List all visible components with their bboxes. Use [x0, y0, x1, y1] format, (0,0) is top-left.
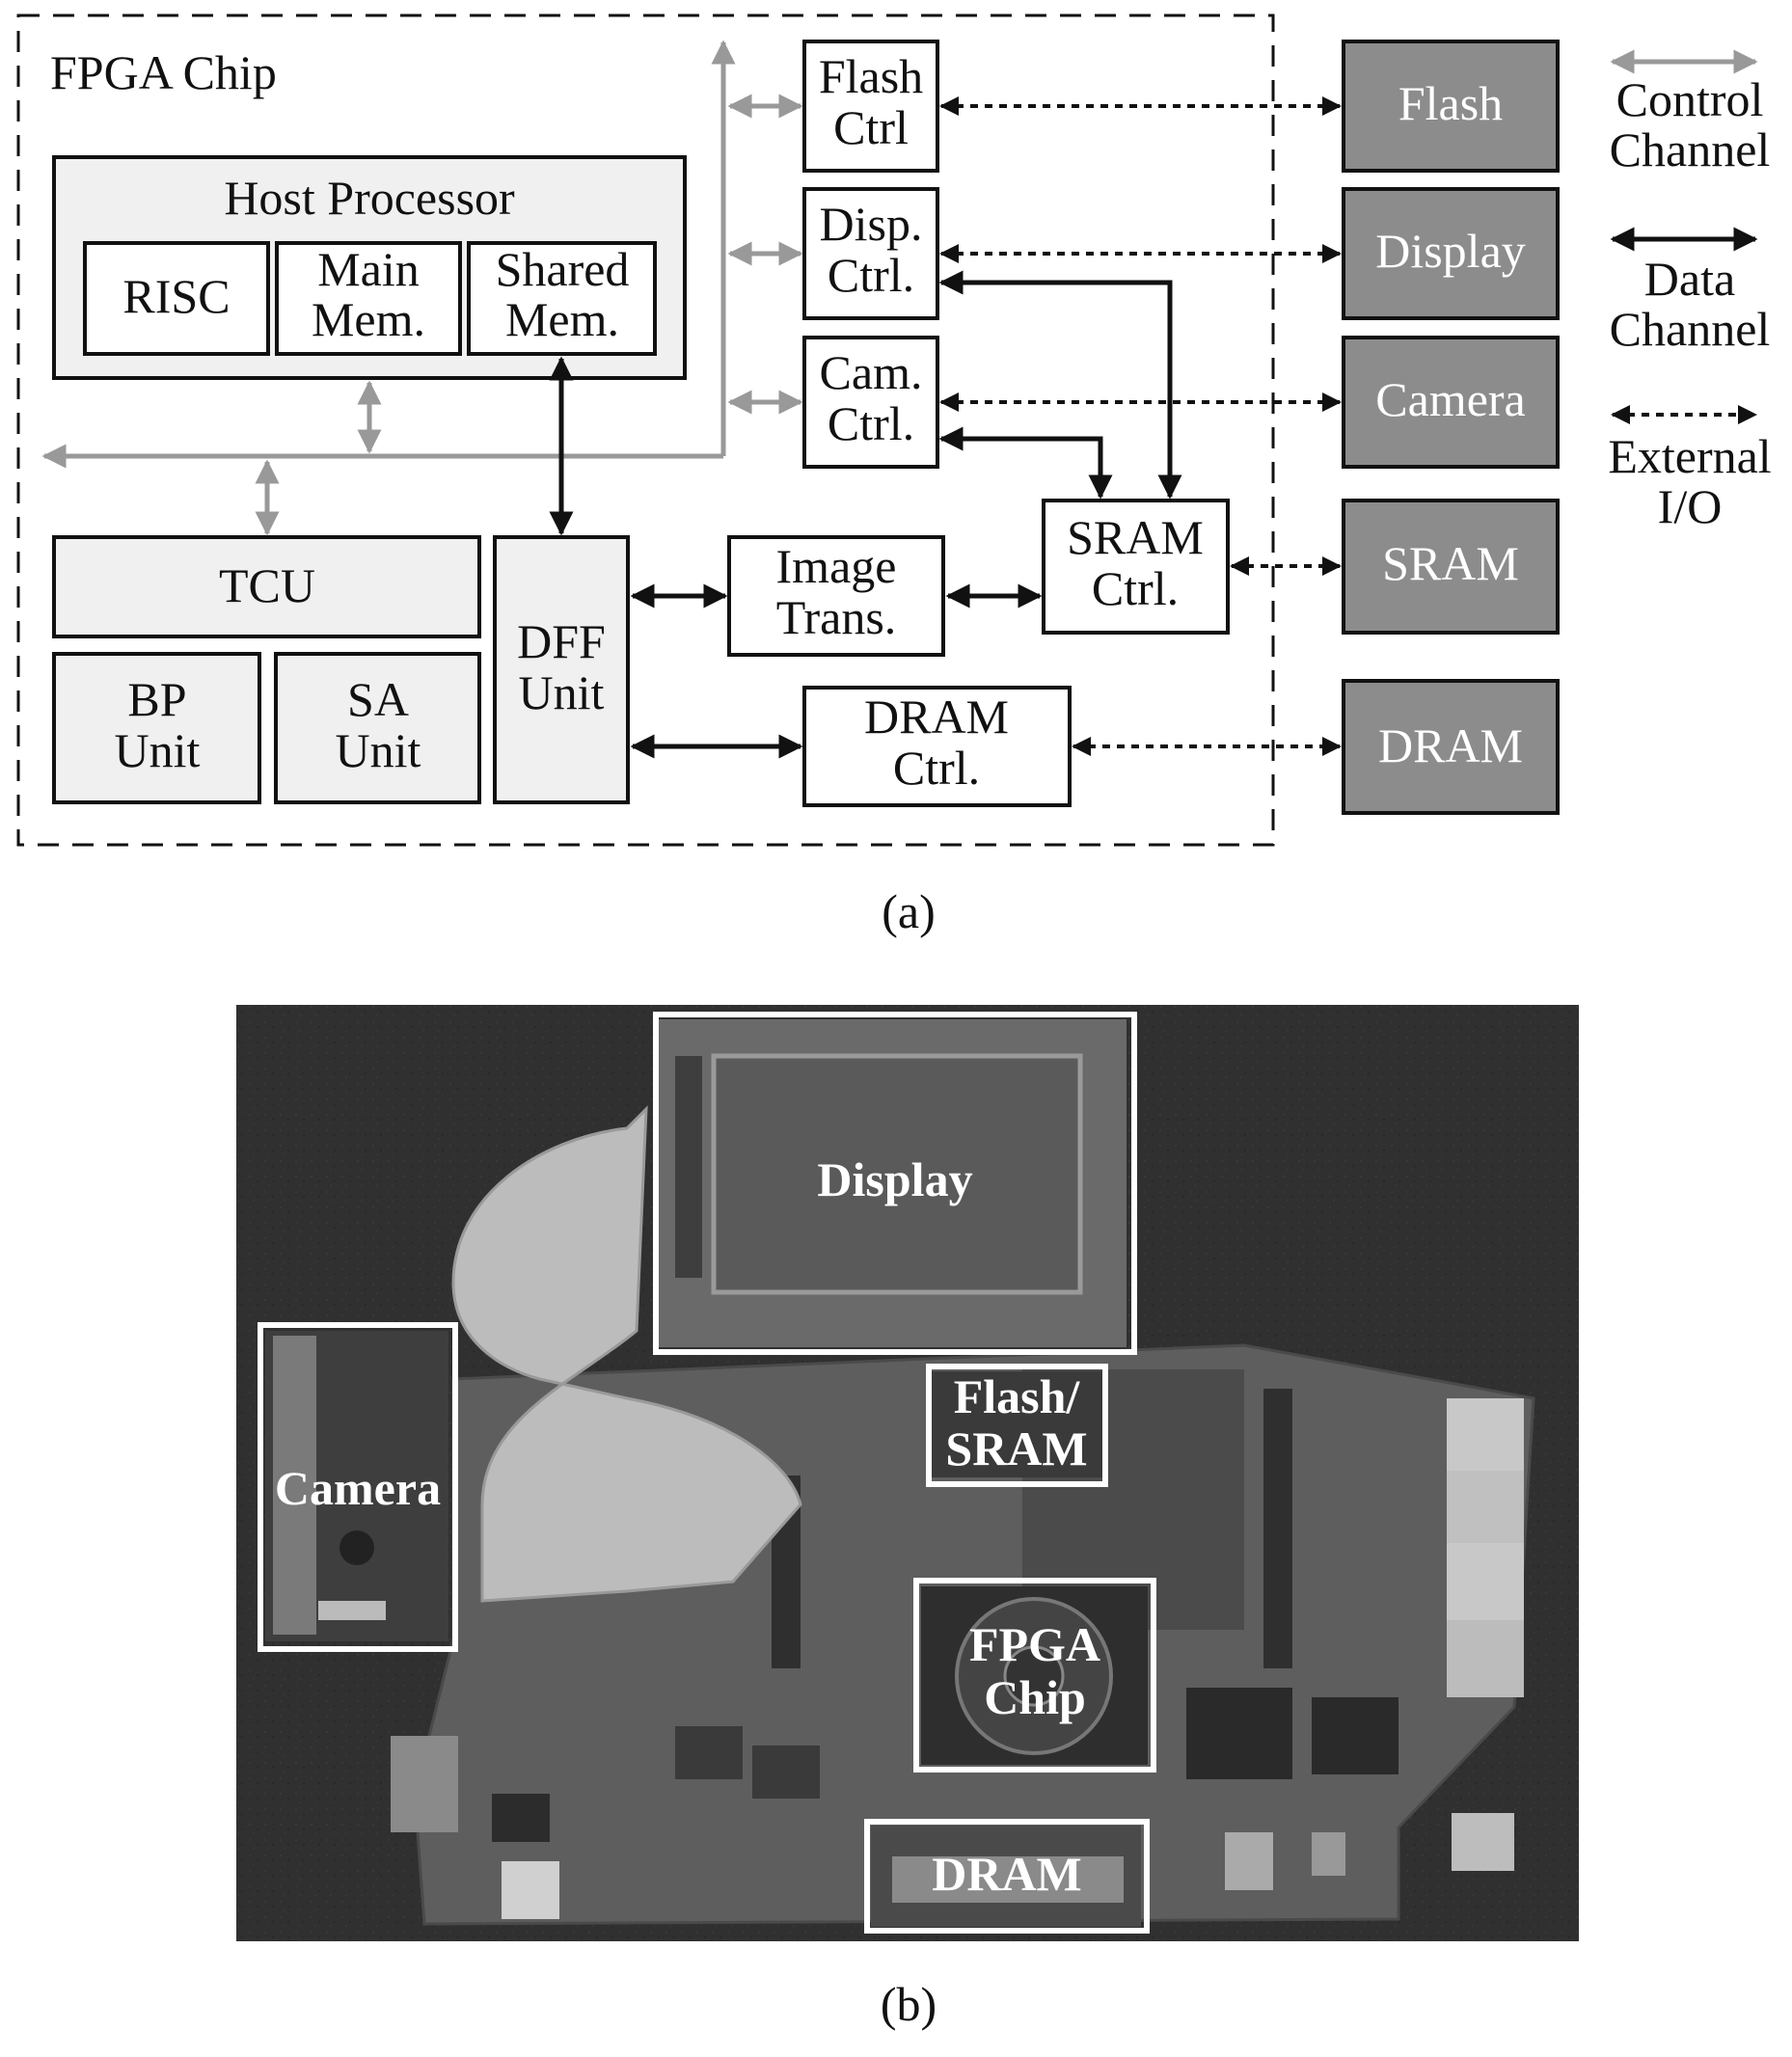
tcu-block — [52, 535, 481, 638]
image-trans-block — [727, 535, 945, 657]
disp-ctrl-block — [802, 187, 939, 320]
cam-ctrl-block — [802, 336, 939, 469]
external-dram-block — [1342, 679, 1560, 815]
dram-frame — [864, 1819, 1150, 1934]
camera-lens — [339, 1530, 374, 1565]
host-processor-title: Host Processor — [224, 171, 515, 225]
flash-ctrl-block — [802, 40, 939, 173]
photo-label-display: Display — [817, 1152, 972, 1206]
caption-a: (a) — [882, 884, 936, 938]
fpga-chip-title: FPGA Chip — [50, 45, 277, 99]
highlight-frames — [258, 1012, 1156, 1934]
shared-mem-block — [467, 241, 657, 356]
camera-frame — [258, 1322, 458, 1652]
external-camera-label: Camera — [1375, 372, 1525, 426]
external-sram-block — [1342, 499, 1560, 635]
external-dram-label: DRAM — [1378, 718, 1523, 772]
external-display-label: Display — [1375, 224, 1526, 278]
data-channel-arrows — [549, 270, 1182, 759]
external-flash-label: Flash — [1398, 76, 1503, 130]
external-camera-block — [1342, 336, 1560, 469]
ribbon-cable — [451, 1105, 802, 1603]
dff-unit-block — [493, 535, 630, 804]
photo-label-flash-sram: Flash/SRAM — [945, 1369, 1087, 1475]
sa-unit-block — [274, 652, 481, 804]
external-io-arrows — [939, 96, 1342, 756]
fpga-chip-boundary — [16, 14, 1275, 847]
risc-label: RISC — [122, 269, 230, 323]
data-arrow-disp-ctrl-sram — [938, 270, 1182, 500]
dram-ctrl-block — [802, 686, 1072, 807]
display-screen — [711, 1053, 1083, 1295]
camera-lens-panel — [273, 1336, 316, 1635]
control-channel-arrows — [41, 40, 803, 536]
fpga-fan-hub — [1003, 1645, 1065, 1707]
camera-label-tag — [318, 1601, 386, 1620]
fpga-chip-frame — [913, 1578, 1156, 1773]
caption-b: (b) — [881, 1977, 937, 2031]
tcu-label: TCU — [219, 558, 315, 612]
flash-sram-frame — [926, 1364, 1108, 1487]
bp-unit-block — [52, 652, 261, 804]
external-flash-block — [1342, 40, 1560, 173]
photo-label-dram: DRAM — [932, 1847, 1082, 1901]
dram-stick — [892, 1856, 1124, 1903]
disp-ctrl-label: Disp.Ctrl. — [820, 197, 923, 302]
risc-block — [83, 241, 270, 356]
external-sram-label: SRAM — [1382, 536, 1519, 590]
photo-label-camera: Camera — [275, 1461, 441, 1515]
display-connector — [675, 1056, 702, 1278]
external-display-block — [1342, 187, 1560, 320]
sram-ctrl-block — [1042, 499, 1230, 635]
data-arrow-cam-ctrl-sram — [938, 426, 1113, 500]
cam-ctrl-label: Cam.Ctrl. — [820, 345, 923, 450]
main-mem-block — [275, 241, 462, 356]
flash-sram-chip — [931, 1371, 1104, 1477]
display-frame — [653, 1012, 1137, 1355]
